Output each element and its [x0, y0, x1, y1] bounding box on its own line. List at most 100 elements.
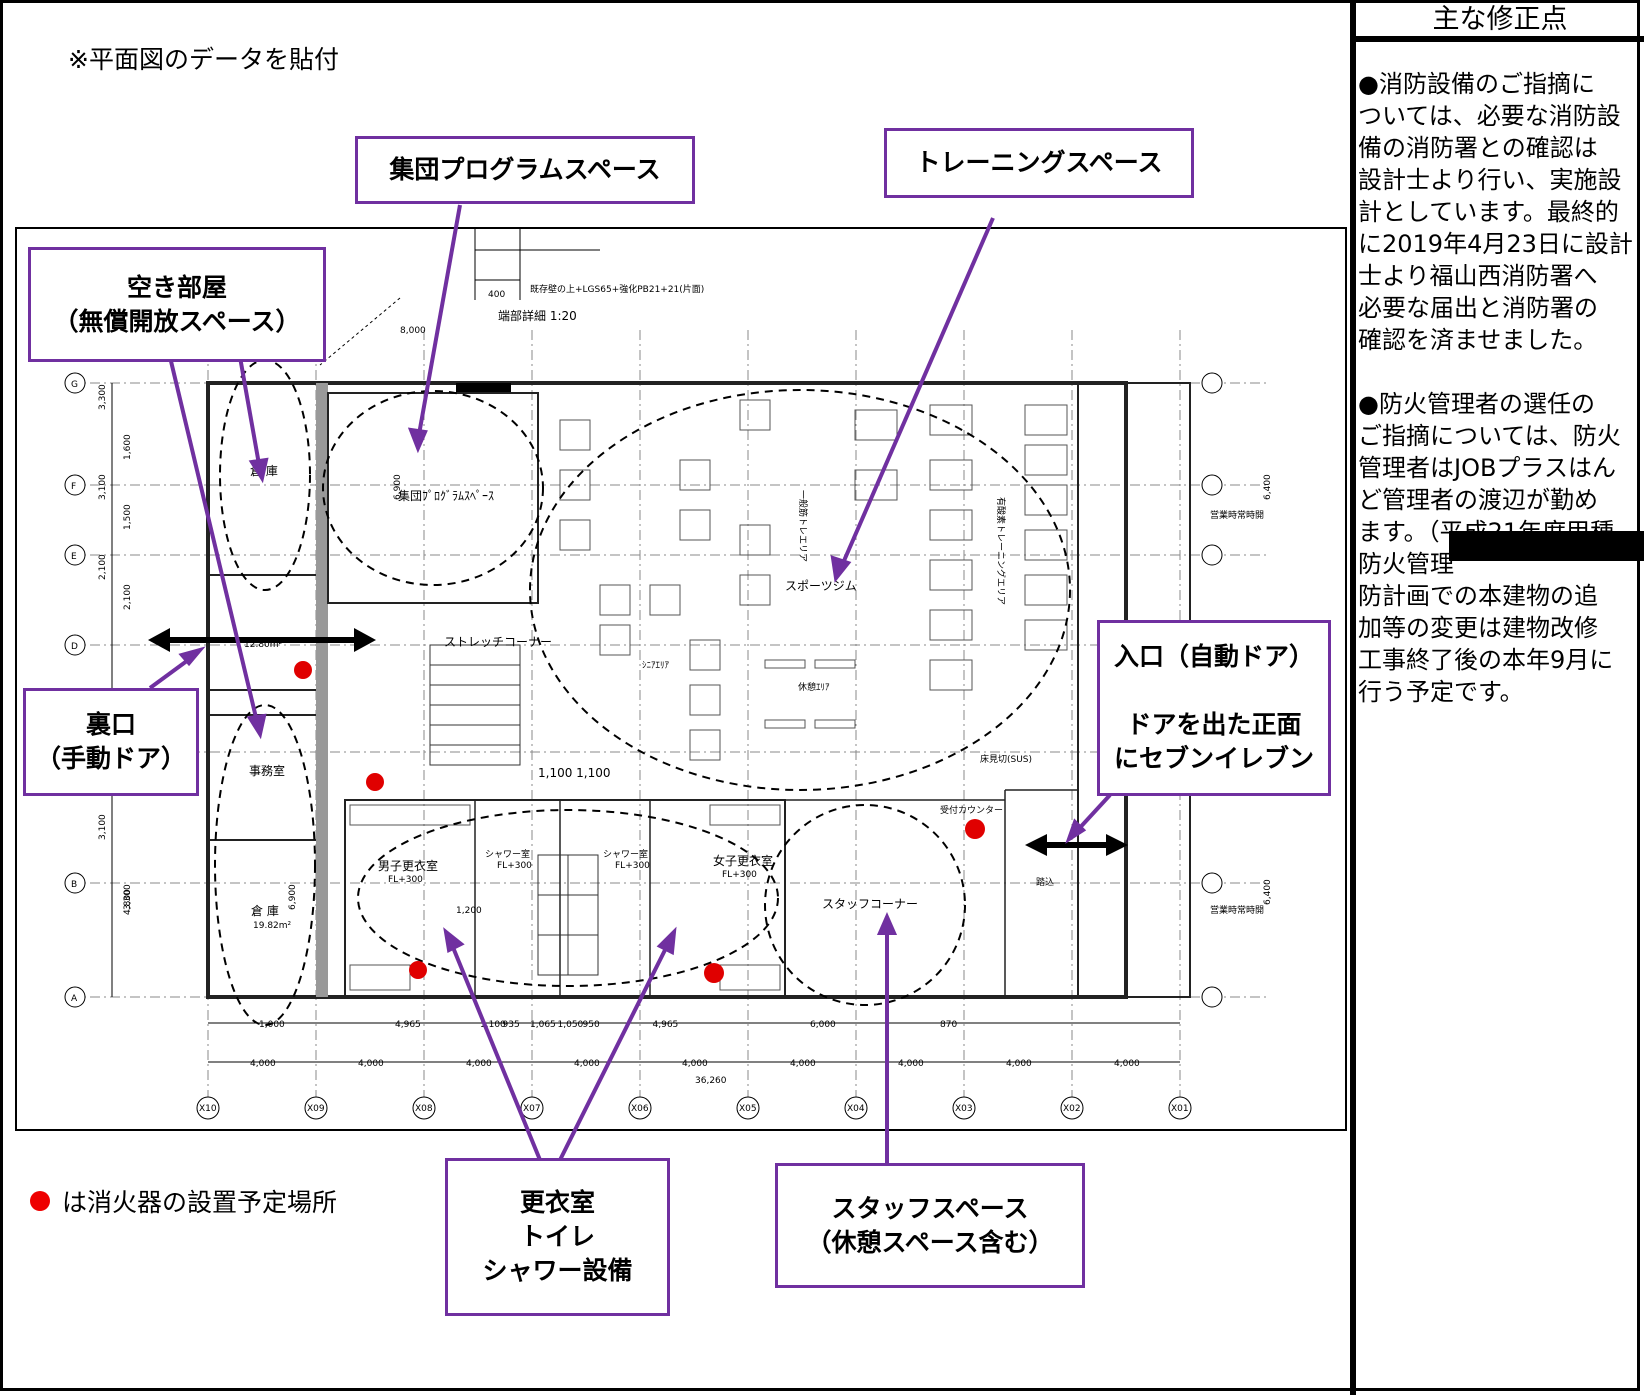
callout-group-program: 集団プログラムスペース [355, 136, 695, 204]
sub-dim: 1,000 [259, 1020, 285, 1030]
callout-back-door: 裏口 （手動ドア） [23, 688, 199, 796]
room-general-muscle: 一般筋トレエリア [797, 490, 809, 562]
side-dim: 6,400 [1263, 474, 1273, 500]
grid-row-bubble [64, 986, 86, 1008]
grid-col-bubble [844, 1096, 868, 1120]
room-womens-locker: 女子更衣室 [713, 853, 773, 868]
equipment [929, 609, 973, 641]
grid-row-bubble [1201, 986, 1223, 1008]
bench [814, 719, 856, 729]
equipment [599, 624, 631, 656]
detail-note: 既存壁の上+LGS65+強化PB21+21(片面) [530, 283, 704, 295]
sub-dim: 1,100 [480, 1020, 506, 1030]
equipment [689, 684, 721, 716]
room-storage-bottom: 倉 庫 [251, 903, 279, 918]
left-dim: 1,600 [123, 434, 133, 460]
bench [764, 719, 806, 729]
grid-row-bubble [64, 634, 86, 656]
equipment [929, 659, 973, 691]
left-dim: 1,500 [123, 504, 133, 530]
sub-dim: 935 [503, 1020, 520, 1030]
grid-col-label: X04 [847, 1104, 865, 1114]
room-shower2-fl: FL+300 [615, 861, 650, 871]
grid-col-bubble [736, 1096, 760, 1120]
room-sports-gym: スポーツジム [785, 579, 857, 593]
zone-outlines [214, 359, 1071, 1026]
callout-entrance: 入口（自動ドア） ドアを出た正面 にセブンイレブン [1097, 620, 1331, 796]
page-title: ※平面図のデータを貼付 [68, 45, 339, 74]
equipment [559, 419, 591, 451]
equipment [679, 509, 711, 541]
grid-row-bubble [1201, 872, 1223, 894]
sub-dim: 870 [940, 1020, 957, 1030]
legend: は消火器の設置予定場所 [30, 1183, 337, 1219]
grid-col-bubble [196, 1096, 220, 1120]
extinguisher-markers [294, 661, 985, 983]
floor-sus-label: 床見切(SUS) [980, 753, 1032, 765]
span-dim: 4,000 [466, 1059, 492, 1069]
grid-col-label: X09 [307, 1104, 325, 1114]
span-dim: 4,000 [1006, 1059, 1032, 1069]
zone-changing [357, 809, 779, 987]
room-shower1-fl: FL+300 [497, 861, 532, 871]
grid-col-bubble [952, 1096, 976, 1120]
sub-dim: 4,965 [395, 1020, 421, 1030]
grid-row-bubble [64, 544, 86, 566]
grid-row-label: D [71, 642, 78, 652]
callout-staff: スタッフスペース （休憩スペース含む） [775, 1163, 1085, 1288]
grid-col-label: X07 [523, 1104, 541, 1114]
bench [814, 659, 856, 669]
grid-col-label: X02 [1063, 1104, 1081, 1114]
grid-row-bubble [64, 872, 86, 894]
detail-dim: 400 [488, 290, 505, 300]
left-dim: 3,100 [98, 474, 108, 500]
counter-label: 受付カウンター [940, 804, 1003, 816]
room-entrance-hall: 踏込 [1036, 876, 1054, 888]
grid-col-label: X01 [1171, 1104, 1189, 1114]
callout-changing: 更衣室 トイレ シャワー設備 [445, 1158, 670, 1316]
grid-row-label: E [71, 552, 77, 562]
room-storage-area: 19.82m² [253, 921, 292, 931]
extinguisher-marker [366, 773, 384, 791]
grid-row-label: B [71, 880, 77, 890]
equipment [739, 399, 771, 431]
room-group: 集団ﾌﾟﾛｸﾞﾗﾑｽﾍﾟｰｽ [398, 488, 494, 503]
span-dim: 4,000 [250, 1059, 276, 1069]
callout-training: トレーニングスペース [884, 128, 1194, 198]
room-shower1: シャワー室 [485, 848, 530, 860]
bench [764, 659, 806, 669]
equipment [929, 404, 973, 436]
grid-row-bubble [1201, 544, 1223, 566]
left-dim: 3,300 [98, 384, 108, 410]
extinguisher-marker [409, 961, 427, 979]
grid-col-bubble [412, 1096, 436, 1120]
grid-col-bubble [304, 1096, 328, 1120]
equipment [649, 584, 681, 616]
equipment [559, 519, 591, 551]
equipment [1024, 574, 1068, 606]
panel-divider [1350, 0, 1356, 1395]
room-staff-corner: スタッフコーナー [822, 897, 918, 911]
grid-row-label: A [71, 994, 78, 1004]
sub-dim: 4,965 [653, 1020, 679, 1030]
span-dim: 4,000 [358, 1059, 384, 1069]
equipment [929, 459, 973, 491]
equipment [739, 574, 771, 606]
dim-1200: 1,200 [456, 906, 482, 916]
dim-36260: 36,260 [695, 1076, 727, 1086]
sub-dim: 6,000 [810, 1020, 836, 1030]
grid-col-bubble [520, 1096, 544, 1120]
room-shower2: シャワー室 [603, 848, 648, 860]
equipment [689, 639, 721, 671]
hours-top: 営業時常時開 [1210, 509, 1264, 521]
equipment [1024, 619, 1068, 651]
redaction-bar [1449, 531, 1644, 561]
grid-col-label: X08 [415, 1104, 433, 1114]
grid-row-bubble [64, 372, 86, 394]
room-aerobic: 有酸素トレーニングエリア [995, 497, 1007, 605]
section-detail: 400 既存壁の上+LGS65+強化PB21+21(片面) 端部詳細 1:20 [319, 228, 704, 366]
extinguisher-marker [965, 819, 985, 839]
backdoor-area: 12.80m² [244, 640, 283, 650]
note-fire-equipment: ●消防設備のご指摘に ついては、必要な消防設 備の消防署との確認は 設計士より行… [1358, 70, 1633, 354]
